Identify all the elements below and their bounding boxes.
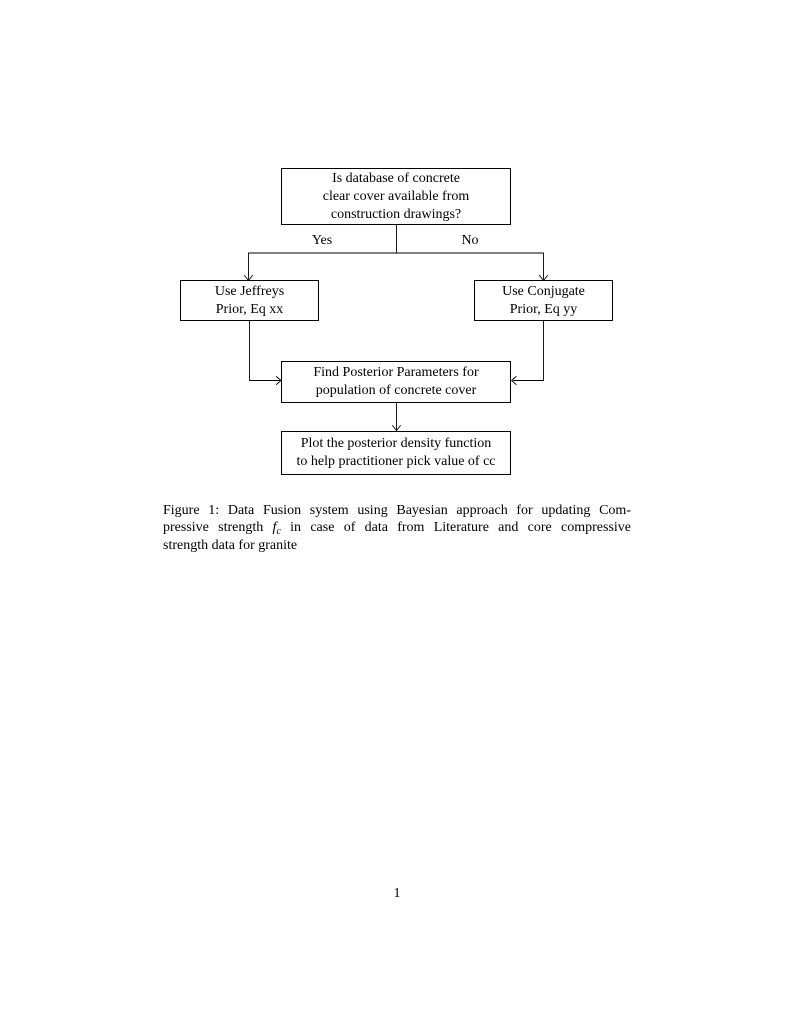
edge-label-no: No [461,233,479,248]
node-text-line: Use Conjugate [502,283,585,299]
figure-caption: Figure 1: Data Fusion system using Bayes… [163,502,631,554]
flowchart-node-plot-density: Plot the posterior density function to h… [281,431,511,475]
node-text-line: Prior, Eq yy [509,301,578,317]
node-text-line: clear cover available from [322,188,470,204]
node-text-line: Use Jeffreys [214,283,285,299]
math-fc-subscript: c [276,526,281,538]
node-text-line: construction drawings? [330,206,462,222]
caption-line-2-post: in case of data from Literature and core… [290,520,632,536]
caption-line-2: pressive strength fc in case of data fro… [163,519,632,538]
caption-line-2-pre: pressive strength [163,520,264,536]
node-text-line: Prior, Eq xx [215,301,284,317]
math-fc-base: f [272,520,277,536]
caption-line-3: strength data for granite [163,537,298,553]
arrowhead-left-into-posterior [511,376,517,385]
node-text-line: to help practitioner pick value of cc [296,454,496,469]
flowchart-node-posterior-parameters: Find Posterior Parameters for population… [281,361,511,403]
node-text-line: Plot the posterior density function [300,436,492,451]
flowchart-node-jeffreys-prior: Use Jeffreys Prior, Eq xx [180,280,319,321]
flowchart-node-question: Is database of concrete clear cover avai… [281,168,511,225]
node-text-line: Is database of concrete [332,170,460,186]
edge-label-yes: Yes [311,233,333,248]
page-number: 1 [393,886,401,901]
arrowhead-down-into-plot [392,425,401,431]
node-text-line: Find Posterior Parameters for [313,365,479,380]
node-text-line: population of concrete cover [315,383,477,398]
caption-line-1: Figure 1: Data Fusion system using Bayes… [163,503,631,518]
flowchart-node-conjugate-prior: Use Conjugate Prior, Eq yy [474,280,613,321]
